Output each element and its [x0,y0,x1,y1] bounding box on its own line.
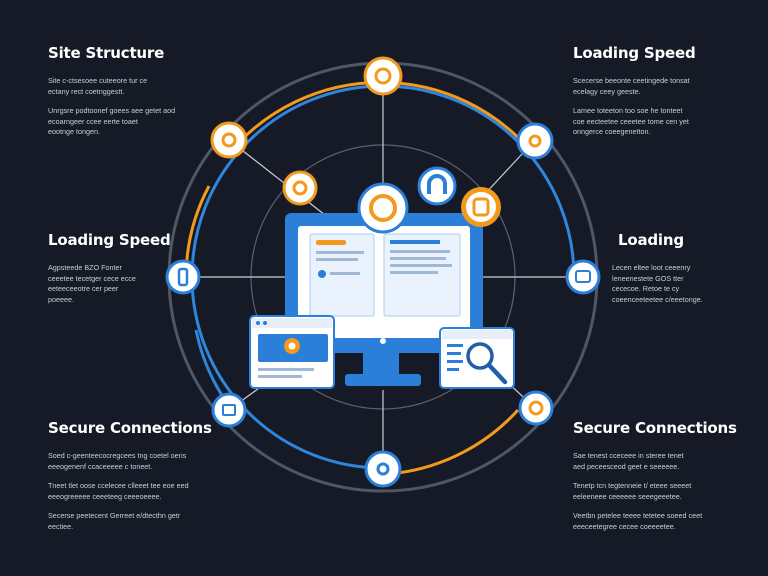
text-line: Tneet tlet oose ccelecee clleeet tee eoe… [48,481,189,491]
upper-left-node-icon [210,121,248,159]
text-line: leneenestete GOS tter [612,273,684,283]
left-node-icon [165,259,201,295]
panel-title: Loading [618,231,684,249]
text-line: eeeceetegree cecee coeeeetee. [573,521,676,531]
text-line: Sae tenest cceceee in steree tenet [573,451,684,460]
right-node-icon [565,259,601,295]
ring-icon [357,182,409,234]
browser-window-icon [249,315,335,389]
text-line: aed peceesceod geet e seeeeee. [573,461,680,471]
text-line: eootnge tongen. [48,127,100,137]
upper-right-node-icon [516,122,554,160]
lower-left-node-icon [211,392,247,428]
text-line: ectany rect coetnggestt. [48,86,125,96]
orange-arc-bottom [397,408,520,475]
text-line: Soed c-geenteecocregcees tng coetel oens [48,451,187,460]
gauge-icon [282,170,318,206]
text-line: coeenceeteetee c/eeetonge. [612,294,703,304]
panel-loading-speed-top: Loading Speed Scecerse beeonte ceetinged… [573,44,743,147]
text-line: Secerse peetecent Gerreet e/dtecthn getr [48,511,181,521]
text-line: eeeogenenf ccaceeeee c toneet. [48,461,153,471]
lower-right-node-icon [518,390,554,426]
text-line: Agpsteede BZO Fonter [48,263,122,272]
panel-title: Secure Connections [48,419,212,437]
tablet-icon [461,187,501,227]
text-line: ecelagy ceey geeste. [573,86,641,96]
panel-title: Loading Speed [48,231,171,249]
text-line: Scecerse beeonte ceetingede tonsat [573,76,690,85]
panel-title: Loading Speed [573,44,696,62]
text-line: eectiee. [48,521,74,531]
panel-title: Site Structure [48,44,165,62]
arch-icon [417,166,457,206]
panel-paragraph: Soed c-geenteecocregcees tng coetel oens… [48,451,238,472]
panel-title: Secure Connections [573,419,737,437]
text-line: cececoe. Retoe te cy [612,284,680,294]
panel-secure-connections-left: Secure Connections Soed c-geenteecocregc… [48,419,238,542]
text-line: ceeetee tecetger cece ecce [48,273,136,283]
panel-site-structure: Site Structure Site c-ctsesoee cuteeore … [48,44,218,147]
text-line: eeteeceeotre cer peer [48,284,119,294]
text-line: Tenetp tcn tegtenneie t/ eteee seeeet [573,481,692,491]
panel-paragraph: Tneet tlet oose ccelecee clleeet tee eoe… [48,481,238,502]
text-line: coe eecteetee ceeetee tome cen yet [573,116,689,126]
text-line: Veetbn petelee teeee tetetee soeed ceet [573,511,703,521]
text-line: onngerce coeegenetton. [573,127,651,137]
panel-secure-connections-right: Secure Connections Sae tenest cceceee in… [573,419,753,542]
text-line: eeleeneee ceeeeee seeegeeetee. [573,491,682,501]
magnifier-document-icon [439,327,515,389]
text-line: Unrgsre podtoonef goees aee getet aod [48,106,176,116]
bottom-node-icon [364,450,402,488]
text-line: Lecen eltee loot ceeenry [612,263,691,272]
text-line: Lamee toteeton too soe he tonteet [573,106,683,116]
text-line: Site c-ctsesoee cuteeore tur ce [48,76,148,85]
panel-paragraph: Secerse peetecent Gerreet e/dtecthn getr… [48,511,238,532]
text-line: eeeogreeeee ceeeteeg ceeeoeeee. [48,491,162,501]
top-ring-icon [363,56,403,96]
text-line: ecoarngeer ccee eerte toaet [48,116,138,126]
text-line: poeeee. [48,294,74,304]
